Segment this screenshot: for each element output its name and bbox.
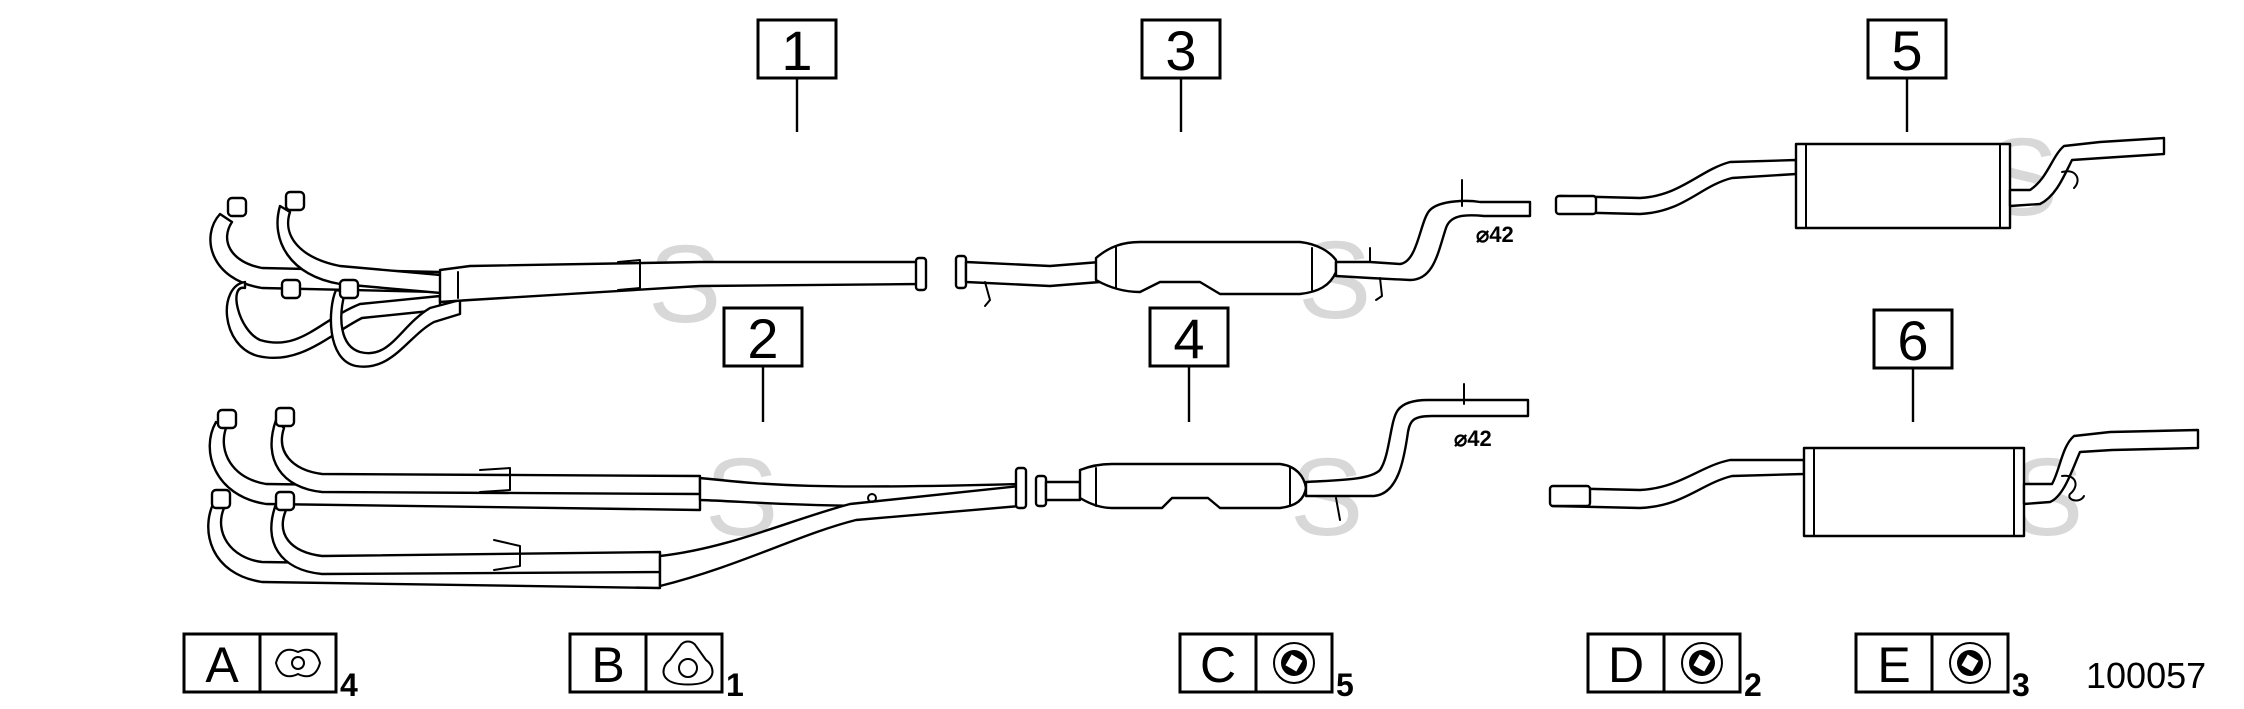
legend-letter: C xyxy=(1200,637,1236,693)
callout-4: 4 xyxy=(1148,306,1230,422)
callout-5: 5 xyxy=(1866,18,1948,132)
part-5-rear-silencer xyxy=(1554,136,2166,230)
legend-item-c: C 5 xyxy=(1178,632,1354,703)
legend-qty: 2 xyxy=(1744,667,1762,703)
oval-gasket-icon xyxy=(275,648,321,678)
legend-qty: 5 xyxy=(1336,667,1354,703)
rubber-mount-icon xyxy=(1949,642,1991,684)
dimension-label-upper: ⌀42 xyxy=(1476,222,1514,247)
legend-letter: A xyxy=(205,637,239,693)
callout-label: 2 xyxy=(747,307,778,370)
callout-1: 1 xyxy=(756,18,838,132)
rubber-mount-icon xyxy=(1681,642,1723,684)
legend-qty: 1 xyxy=(726,667,744,703)
legend-qty: 3 xyxy=(2012,667,2030,703)
legend-letter: E xyxy=(1877,637,1910,693)
reference-number: 100057 xyxy=(2086,655,2206,696)
dimension-label-lower: ⌀42 xyxy=(1454,426,1492,451)
callout-label: 5 xyxy=(1891,19,1922,82)
callout-6: 6 xyxy=(1872,308,1954,422)
triangular-flange-gasket-icon xyxy=(662,640,714,686)
callout-3: 3 xyxy=(1140,18,1222,132)
legend-letter: B xyxy=(591,637,624,693)
part-4-middle-silencer xyxy=(1034,383,1530,521)
part-6-rear-silencer xyxy=(1548,428,2200,538)
part-3-catalytic-converter xyxy=(954,179,1532,307)
callout-2: 2 xyxy=(722,306,804,422)
part-2-exhaust-manifold xyxy=(207,406,1028,590)
callout-label: 1 xyxy=(781,19,812,82)
part-1-exhaust-manifold xyxy=(209,190,928,368)
legend-item-e: E 3 xyxy=(1854,632,2030,703)
legend-letter: D xyxy=(1608,637,1644,693)
callout-label: 6 xyxy=(1897,309,1928,372)
legend-item-d: D 2 xyxy=(1586,632,1762,703)
rubber-mount-icon xyxy=(1273,642,1315,684)
callout-label: 4 xyxy=(1173,307,1204,370)
legend-item-a: A 4 xyxy=(182,632,358,703)
callout-label: 3 xyxy=(1165,19,1196,82)
legend-item-b: B 1 xyxy=(568,632,744,703)
legend-qty: 4 xyxy=(340,667,358,703)
